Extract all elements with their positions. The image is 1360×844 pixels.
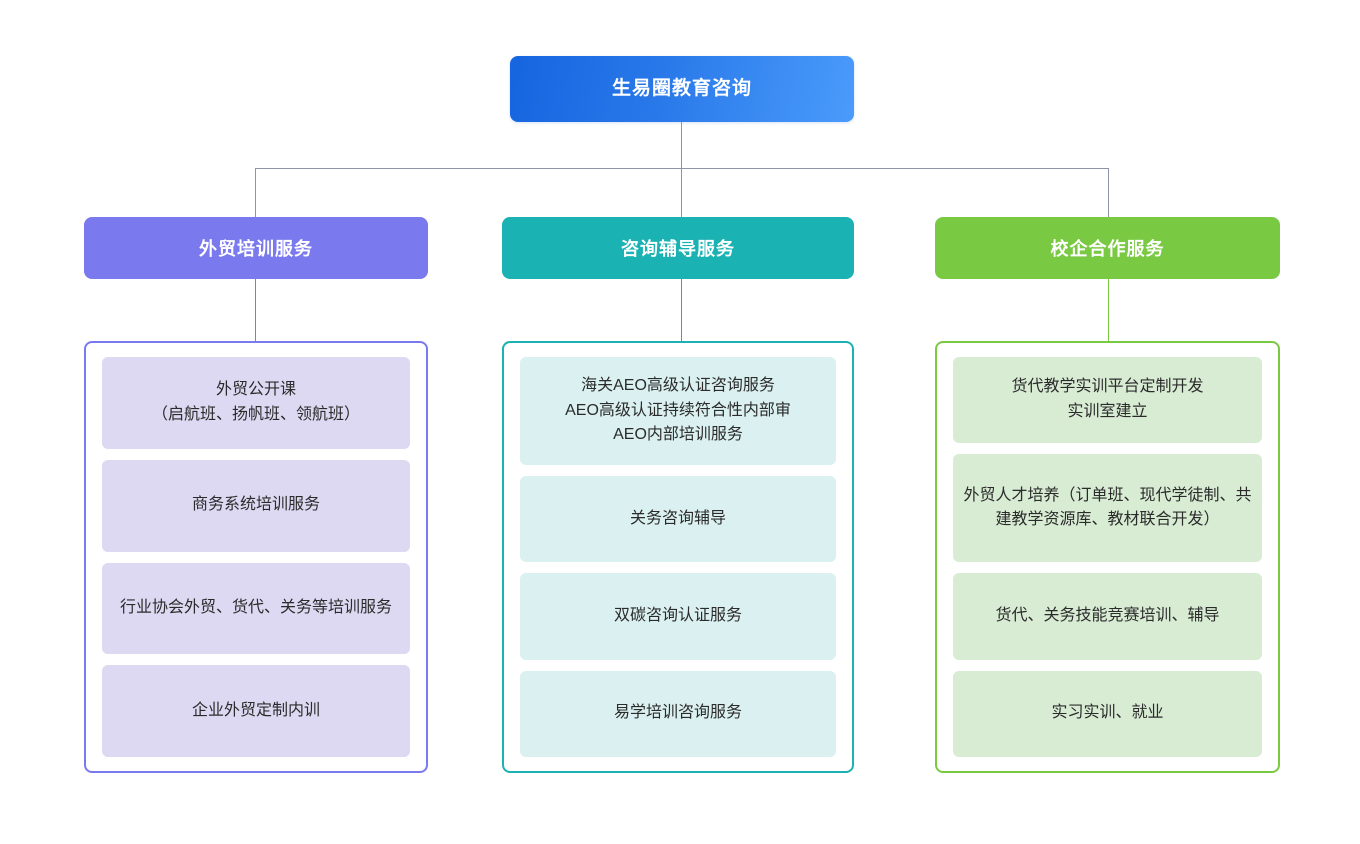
list-item[interactable]: 外贸人才培养（订单班、现代学徒制、共建教学资源库、教材联合开发）: [953, 454, 1262, 563]
branch-group-consulting: 海关AEO高级认证咨询服务 AEO高级认证持续符合性内部审 AEO内部培训服务 …: [502, 341, 854, 773]
connector-drop-branch-3: [1108, 168, 1109, 217]
list-item[interactable]: 关务咨询辅导: [520, 476, 836, 563]
connector-drop-branch-2: [681, 168, 682, 217]
list-item[interactable]: 易学培训咨询服务: [520, 670, 836, 757]
branch-header-consulting[interactable]: 咨询辅导服务: [502, 217, 854, 279]
connector-header-to-group-1: [255, 279, 256, 341]
branch-header-label: 咨询辅导服务: [621, 239, 735, 259]
connector-root-stem: [681, 122, 682, 168]
list-item[interactable]: 货代教学实训平台定制开发 实训室建立: [953, 357, 1262, 444]
connector-horizontal-bus: [255, 168, 1109, 169]
list-item[interactable]: 商务系统培训服务: [102, 459, 410, 552]
root-node-label: 生易圈教育咨询: [611, 77, 752, 99]
branch-group-school-enterprise: 货代教学实训平台定制开发 实训室建立 外贸人才培养（订单班、现代学徒制、共建教学…: [935, 341, 1280, 773]
list-item[interactable]: 行业协会外贸、货代、关务等培训服务: [102, 562, 410, 655]
branch-group-training: 外贸公开课 （启航班、扬帆班、领航班） 商务系统培训服务 行业协会外贸、货代、关…: [84, 341, 428, 773]
list-item[interactable]: 货代、关务技能竞赛培训、辅导: [953, 573, 1262, 660]
list-item[interactable]: 外贸公开课 （启航班、扬帆班、领航班）: [102, 357, 410, 449]
connector-header-to-group-2: [681, 279, 682, 341]
branch-header-label: 校企合作服务: [1050, 239, 1165, 259]
list-item[interactable]: 海关AEO高级认证咨询服务 AEO高级认证持续符合性内部审 AEO内部培训服务: [520, 357, 836, 466]
branch-header-school-enterprise[interactable]: 校企合作服务: [935, 217, 1280, 279]
connector-drop-branch-1: [255, 168, 256, 217]
list-item[interactable]: 实习实训、就业: [953, 670, 1262, 757]
branch-header-label: 外贸培训服务: [199, 239, 313, 259]
connector-header-to-group-3: [1108, 279, 1109, 341]
list-item[interactable]: 企业外贸定制内训: [102, 665, 410, 757]
root-node[interactable]: 生易圈教育咨询: [510, 56, 854, 122]
branch-header-training[interactable]: 外贸培训服务: [84, 217, 428, 279]
list-item[interactable]: 双碳咨询认证服务: [520, 573, 836, 660]
